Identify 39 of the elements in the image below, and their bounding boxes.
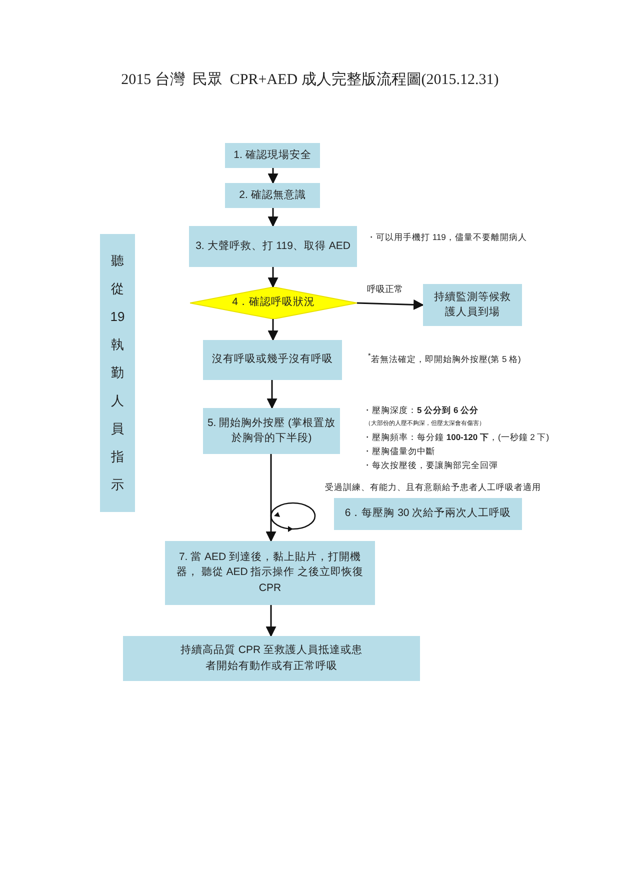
bullet-note: ・壓胸儘量勿中斷 bbox=[363, 446, 435, 458]
node-text: 7. 當 AED 到達後，黏上貼片，打開機器， 聽從 AED 指示操作 之後立即恢復 CPR bbox=[175, 550, 365, 596]
node-text: 6．每壓胸 30 次給予兩次人工呼吸 bbox=[344, 506, 512, 522]
node-text: 1. 確認現場安全 bbox=[232, 148, 312, 163]
side-box bbox=[100, 234, 135, 512]
arrow bbox=[268, 208, 278, 228]
process-box bbox=[203, 340, 342, 380]
decision-diamond bbox=[190, 287, 357, 319]
note-text: $^{*}$若無法確定，即開始胸外按壓(第 5 格) bbox=[368, 352, 521, 366]
arrow bbox=[266, 454, 276, 542]
title: 2015 台灣 民眾 CPR+AED 成人完整版流程圖(2015.12.31) bbox=[120, 70, 500, 89]
node-text: 聽從 19 執勤人員指示 bbox=[109, 252, 126, 494]
bullet-note: ・壓胸深度：5 公分到 6 公分 bbox=[363, 405, 479, 417]
note-text: 受過訓練、有能力、且有意願給予患者人工呼吸者適用 bbox=[325, 482, 541, 494]
node-text: 持續高品質 CPR 至救護人員抵達或患者開始有動作或有正常呼吸 bbox=[179, 643, 364, 674]
node-text: 4．確認呼吸狀況 bbox=[231, 295, 316, 310]
process-box bbox=[203, 408, 340, 454]
process-box bbox=[423, 284, 522, 326]
edge-label: 呼吸正常 bbox=[367, 283, 403, 296]
note-text: ・可以用手機打 119，儘量不要離開病人 bbox=[367, 232, 527, 244]
process-box bbox=[189, 226, 357, 267]
node-text: 持續監測等候救護人員到場 bbox=[433, 290, 512, 320]
node-text: 2. 確認無意識 bbox=[238, 188, 307, 203]
arrow bbox=[266, 605, 276, 638]
arrow bbox=[356, 299, 424, 310]
node-text: 沒有呼吸或幾乎沒有呼吸 bbox=[211, 352, 334, 368]
process-box bbox=[165, 541, 375, 605]
arrow bbox=[268, 267, 278, 288]
process-box bbox=[225, 143, 320, 168]
process-box bbox=[334, 498, 522, 530]
process-box bbox=[123, 636, 420, 681]
process-box bbox=[225, 183, 320, 208]
arrow bbox=[268, 319, 278, 342]
bullet-note: ・壓胸頻率：每分鐘 100-120 下，(一秒鐘 2 下) bbox=[363, 432, 550, 444]
node-text: 3. 大聲呼救、打 119、取得 AED bbox=[194, 238, 352, 254]
bullet-note: ・每次按壓後，要讓胸部完全回彈 bbox=[363, 460, 498, 472]
arrow bbox=[266, 380, 278, 410]
arrow bbox=[268, 168, 278, 184]
node-text: 5. 開始胸外按壓 (掌根置放於胸骨的下半段) bbox=[206, 416, 337, 446]
